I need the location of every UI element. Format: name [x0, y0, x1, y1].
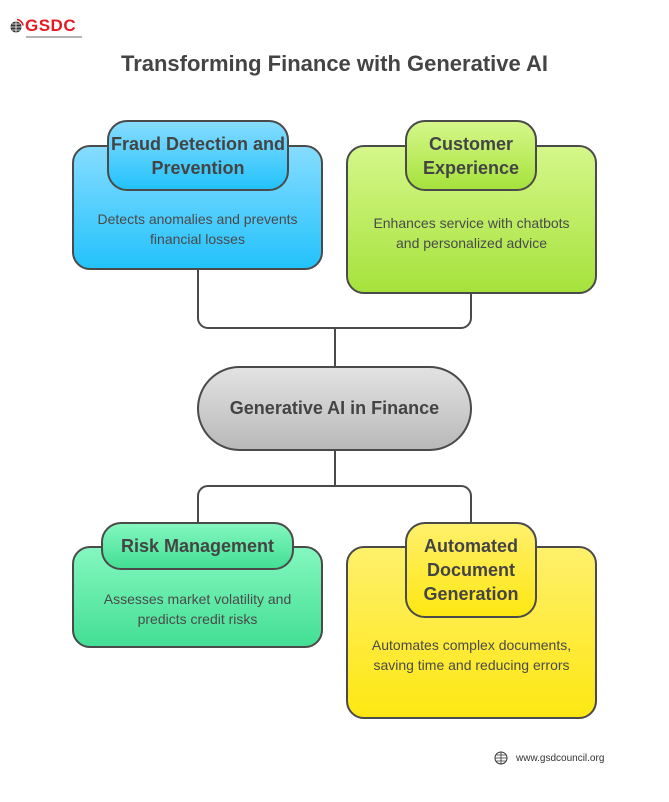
- node-description: Enhances service with chatbots and perso…: [373, 215, 570, 251]
- node-title-fraud-detection: Fraud Detection and Prevention: [107, 120, 289, 191]
- node-title-customer-experience: Customer Experience: [405, 120, 537, 191]
- website-url[interactable]: www.gsdcouncil.org: [516, 752, 605, 764]
- node-title-risk-management: Risk Management: [101, 522, 294, 570]
- footer-link[interactable]: www.gsdcouncil.org: [494, 750, 604, 766]
- page-title: Transforming Finance with Generative AI: [120, 51, 549, 76]
- node-description: Assesses market volatility and predicts …: [103, 591, 292, 627]
- logo-text: GSDC: [25, 16, 77, 35]
- globe-logo-icon: [10, 18, 24, 33]
- globe-icon: [494, 751, 508, 765]
- node-description: Detects anomalies and prevents financial…: [97, 211, 298, 247]
- gsdc-logo: GSDC: [8, 16, 88, 42]
- logo-tagline: [26, 36, 82, 38]
- connector-bottom: [197, 485, 472, 522]
- central-node: Generative AI in Finance: [197, 366, 472, 451]
- node-title-document-generation: Automated Document Generation: [405, 522, 537, 618]
- node-description: Automates complex documents, saving time…: [371, 637, 572, 673]
